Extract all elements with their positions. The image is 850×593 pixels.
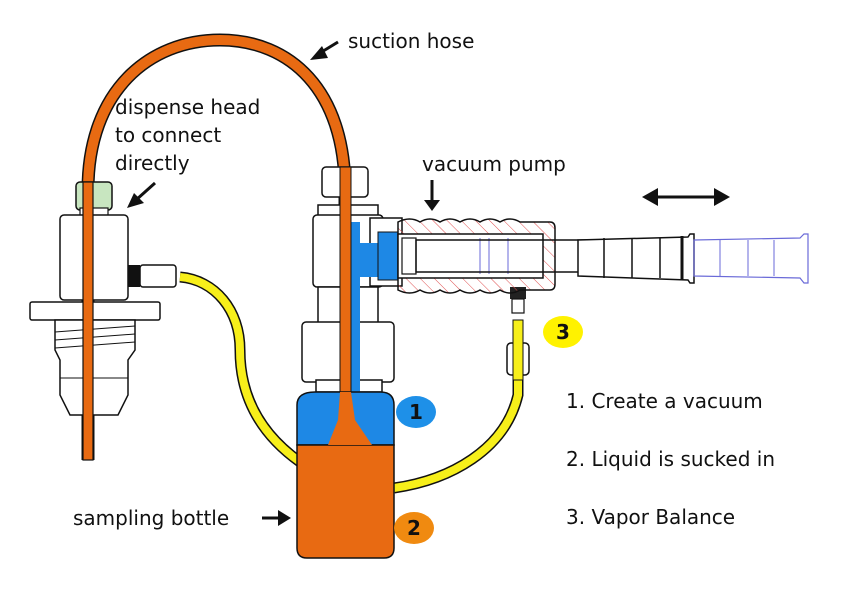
double-arrow-icon bbox=[642, 188, 730, 206]
valve-body bbox=[301, 166, 403, 393]
suction-hose-fill bbox=[83, 34, 350, 460]
plunger-handle bbox=[577, 233, 695, 284]
label-vacuum-pump: vacuum pump bbox=[422, 152, 566, 176]
vapor-hose-right-fill bbox=[393, 320, 522, 492]
vacuum-channel bbox=[350, 222, 360, 392]
label-sampling-bottle: sampling bottle bbox=[73, 506, 230, 530]
badge-3-number: 3 bbox=[556, 320, 570, 344]
badge-3: 3 bbox=[543, 316, 583, 348]
label-dispense-head-line3: directly bbox=[115, 151, 190, 175]
vapor-hose-left-fill bbox=[179, 273, 303, 466]
arrow-suction-hose-icon bbox=[310, 40, 339, 60]
label-dispense-head-line2: to connect bbox=[115, 123, 222, 147]
label-dispense-head-line1: dispense head bbox=[115, 95, 261, 119]
badge-2-number: 2 bbox=[407, 516, 421, 540]
badge-1-number: 1 bbox=[409, 400, 423, 424]
step-1: 1. Create a vacuum bbox=[566, 389, 763, 413]
badge-2: 2 bbox=[394, 512, 434, 544]
arrow-vacuum-pump-icon bbox=[424, 180, 440, 211]
vacuum-pump bbox=[397, 218, 587, 294]
label-suction-hose: suction hose bbox=[348, 29, 475, 53]
sampling-bottle bbox=[296, 391, 395, 559]
step-3: 3. Vapor Balance bbox=[566, 505, 736, 529]
badge-1: 1 bbox=[396, 396, 436, 428]
plunger-ghost bbox=[693, 233, 809, 284]
arrow-dispense-head-icon bbox=[127, 181, 157, 208]
step-2: 2. Liquid is sucked in bbox=[566, 447, 776, 471]
steps-list: 1. Create a vacuum 2. Liquid is sucked i… bbox=[566, 388, 775, 562]
arrow-sampling-bottle-icon bbox=[262, 510, 291, 526]
dispense-head bbox=[29, 181, 177, 461]
